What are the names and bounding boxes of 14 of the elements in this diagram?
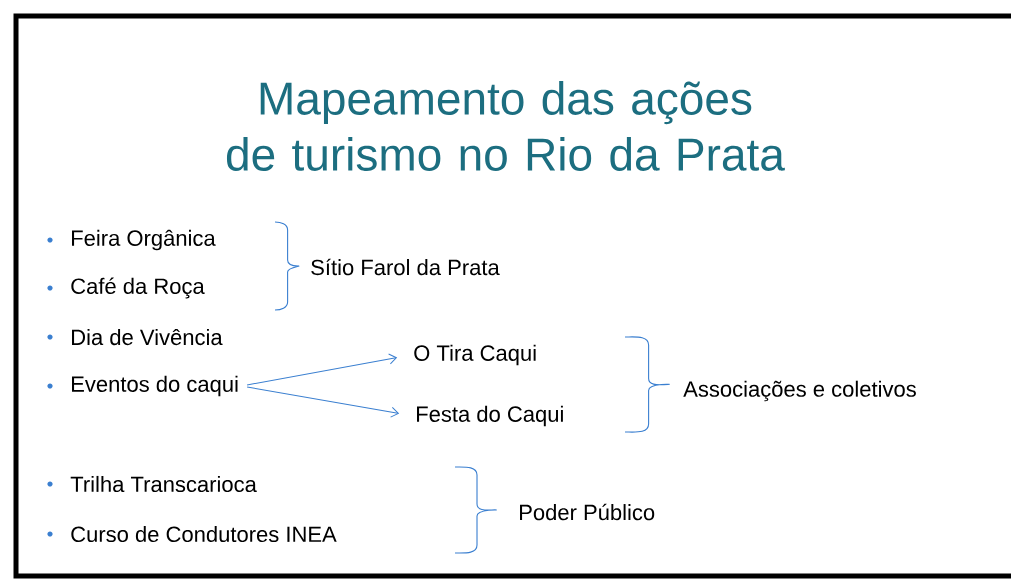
group-label: Associações e coletivos [683, 380, 916, 402]
group-label: Poder Público [520, 503, 655, 521]
arrow [246, 353, 397, 386]
list-item: Curso de Condutores INEA [71, 525, 337, 543]
list-item: O Tira Caqui [414, 344, 536, 366]
list-item: Dia de Vivência [72, 328, 223, 346]
list-item: Café da Roça [71, 277, 205, 299]
list-item: Trilha Transcarioca [70, 475, 257, 493]
list-item: Eventos do caqui [72, 375, 238, 397]
list-item: Feira Orgânica [72, 229, 216, 251]
arrow [246, 386, 399, 418]
group-label: Sítio Farol da Prata [311, 258, 500, 276]
slide-title: Mapeamento das ações de turismo no Rio da Prata [226, 81, 785, 171]
list-item: Festa do Caqui [417, 405, 563, 427]
